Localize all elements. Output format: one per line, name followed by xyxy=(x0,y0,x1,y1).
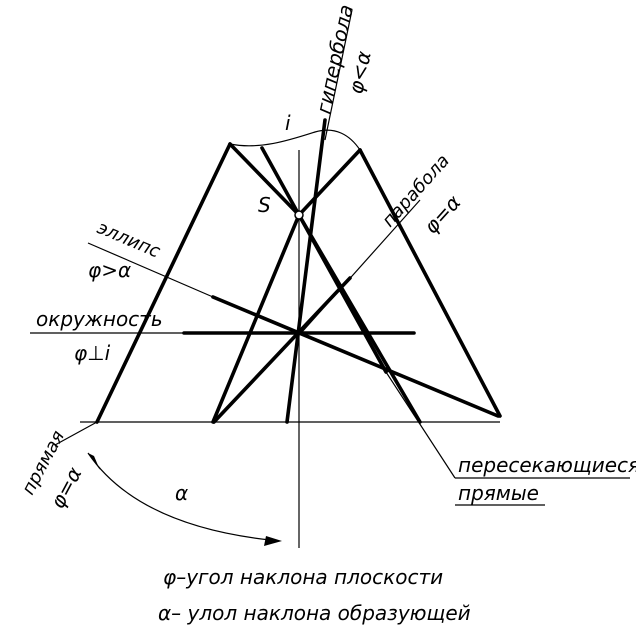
angle-arrow-right xyxy=(264,536,282,546)
vertex-label: S xyxy=(258,193,271,217)
line-condition: φ=α xyxy=(45,463,86,512)
hyperbola-condition: φ<α xyxy=(343,49,375,96)
upper-nappe-right xyxy=(297,148,362,217)
upper-nappe-left xyxy=(228,142,301,217)
axis-label: i xyxy=(285,111,291,135)
intersecting-leader-line xyxy=(385,371,456,479)
ellipse-section-chord xyxy=(211,295,500,418)
intersecting-name-2: прямые xyxy=(458,481,539,505)
circle-name: окружность xyxy=(36,307,163,331)
angle-arrow-left xyxy=(88,453,100,470)
intersecting-section-line xyxy=(297,213,388,374)
hyperbola-section-line xyxy=(324,9,353,141)
generator-to-base-left xyxy=(211,213,301,424)
legend-phi: φ–угол наклона плоскости xyxy=(163,565,443,589)
angle-label: α xyxy=(175,481,188,505)
upper-nappe-top-curve-path xyxy=(229,129,361,151)
ellipse-name: эллипс xyxy=(94,217,163,262)
angle-arc xyxy=(87,452,271,541)
hyperbola-section-chord xyxy=(285,118,327,424)
ellipse-condition: φ>α xyxy=(88,258,131,282)
parabola-condition: φ=α xyxy=(419,190,466,238)
generator-upper-left-to-inner xyxy=(260,146,301,217)
cone-left-generator xyxy=(95,142,232,424)
cone-vertex-point xyxy=(294,210,304,220)
cone-right-generator xyxy=(358,148,502,418)
legend-alpha: α– улол наклона образующей xyxy=(158,601,471,625)
line-section-guide xyxy=(54,421,98,446)
parabola-section-chord xyxy=(212,276,352,424)
intersecting-name-1: пересекающиеся xyxy=(458,453,636,477)
ellipse-section-line xyxy=(87,242,214,298)
circle-condition: φ⊥i xyxy=(74,341,111,365)
